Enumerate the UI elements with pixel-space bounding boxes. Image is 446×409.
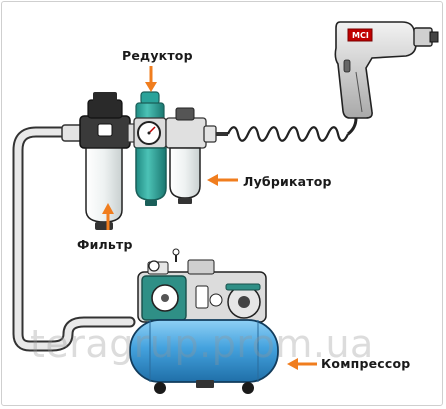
- air-hose: [12, 126, 136, 352]
- arrow-compressor: [287, 358, 317, 370]
- filter-label: Фильтр: [77, 237, 133, 252]
- tool-badge: MCI: [352, 31, 369, 40]
- compressor-label: Компрессор: [321, 356, 411, 371]
- arrow-lubricator: [207, 174, 238, 186]
- lubricator-label: Лубрикатор: [243, 174, 332, 189]
- arrow-reducer: [145, 66, 157, 92]
- reducer: [133, 91, 167, 206]
- compressor: [129, 248, 279, 394]
- coiled-hose: [210, 104, 358, 142]
- frl-unit: [61, 91, 217, 230]
- impact-wrench: MCI: [334, 21, 439, 119]
- reducer-label: Редуктор: [122, 48, 193, 63]
- watermark-text: teragrup.prom.ua: [30, 322, 374, 366]
- lubricator: [165, 107, 207, 204]
- pointer-arrows: [102, 66, 317, 370]
- filter: [79, 92, 131, 230]
- arrow-filter: [102, 203, 114, 230]
